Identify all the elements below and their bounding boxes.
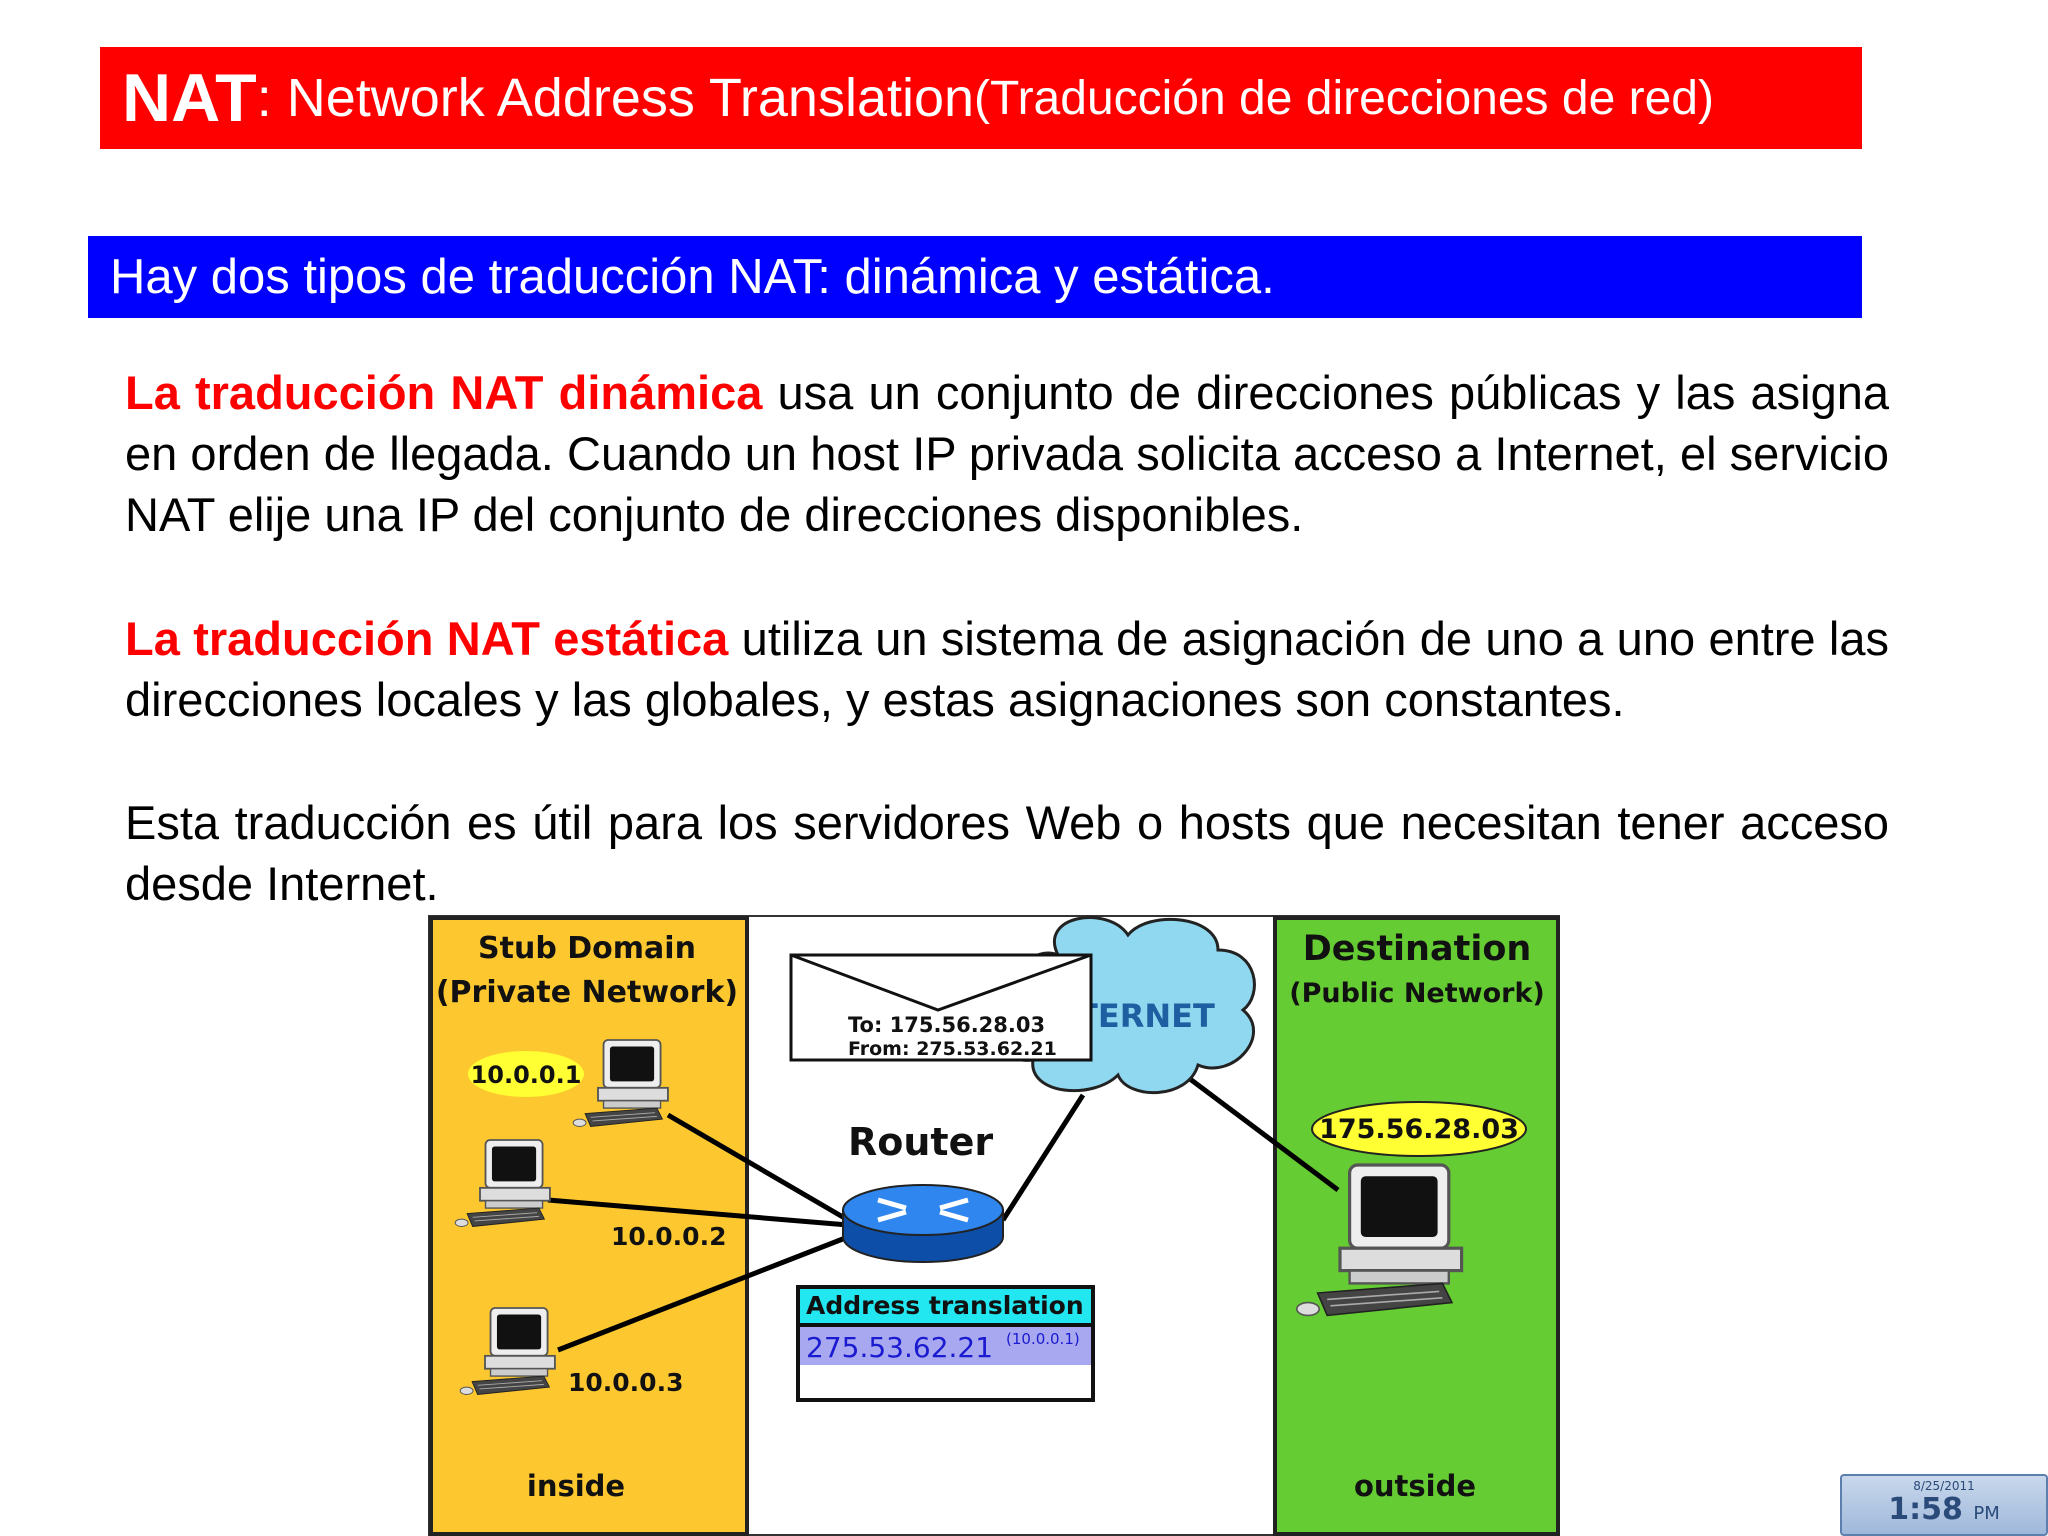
- link-host3: [557, 1232, 854, 1353]
- inside-label: inside: [527, 1469, 625, 1503]
- host1-ip: 10.0.0.1: [471, 1061, 582, 1089]
- static-nat-description: utiliza un sistema de asignación de uno …: [125, 612, 1889, 726]
- clock-time: 1:58: [1888, 1492, 1963, 1527]
- host3-ip: 10.0.0.3: [568, 1368, 683, 1397]
- title-translation: (Traducción de direcciones de red): [974, 71, 1714, 125]
- stub-domain-title: Stub Domain: [478, 931, 696, 966]
- internet-label: TERNET: [1076, 997, 1215, 1035]
- title-main: : Network Address Translation: [256, 68, 975, 128]
- link-host2: [547, 1197, 849, 1228]
- slide-subtitle: Hay dos tipos de traducción NAT: dinámic…: [88, 236, 1862, 318]
- outside-label: outside: [1354, 1469, 1476, 1503]
- dynamic-nat-term: La traducción NAT dinámica: [125, 366, 763, 419]
- table-header: Address translation: [806, 1291, 1084, 1320]
- destination-ip-bubble: [1311, 1101, 1527, 1157]
- slide-title: NAT: Network Address Translation (Traduc…: [100, 47, 1862, 149]
- paragraph-dynamic-nat: La traducción NAT dinámica usa un conjun…: [125, 362, 1889, 545]
- dynamic-nat-description: usa un conjunto de direcciones públicas …: [125, 366, 1889, 541]
- table-value: 275.53.62.21: [806, 1331, 993, 1364]
- host1-ip-bubble: [468, 1051, 584, 1097]
- table-note: (10.0.0.1): [1006, 1330, 1080, 1348]
- paragraph-static-nat: La traducción NAT estática utiliza un si…: [125, 608, 1889, 730]
- nat-diagram: TERNET To: 175.56.28.03 From: 275.53.62.…: [428, 915, 1560, 1536]
- public-network-title: (Public Network): [1289, 978, 1545, 1009]
- destination-title: Destination: [1303, 929, 1532, 969]
- title-acronym: NAT: [122, 60, 257, 136]
- taskbar-clock[interactable]: 8/25/2011 1:58 PM: [1840, 1474, 2048, 1536]
- envelope-from: From: 275.53.62.21: [848, 1038, 1057, 1060]
- clock-date: 8/25/2011: [1913, 1479, 1975, 1493]
- clock-ampm: PM: [1973, 1503, 2000, 1524]
- link-router-internet: [1000, 1093, 1086, 1222]
- static-nat-term: La traducción NAT estática: [125, 612, 729, 665]
- router-icon: [842, 1184, 1004, 1263]
- private-network-title: (Private Network): [436, 975, 738, 1010]
- link-internet-destination: [1176, 1068, 1340, 1192]
- envelope-icon: To: 175.56.28.03 From: 275.53.62.21: [789, 953, 1093, 1062]
- router-label: Router: [848, 1120, 993, 1164]
- address-translation-table: Address translation 275.53.62.21 (10.0.0…: [796, 1285, 1095, 1402]
- link-host1: [666, 1112, 850, 1223]
- private-network-zone: [429, 916, 749, 1536]
- envelope-to: To: 175.56.28.03: [848, 1013, 1045, 1037]
- host2-ip: 10.0.0.2: [611, 1222, 726, 1251]
- paragraph-static-usage: Esta traducción es útil para los servido…: [125, 796, 1889, 910]
- destination-ip: 175.56.28.03: [1319, 1114, 1519, 1145]
